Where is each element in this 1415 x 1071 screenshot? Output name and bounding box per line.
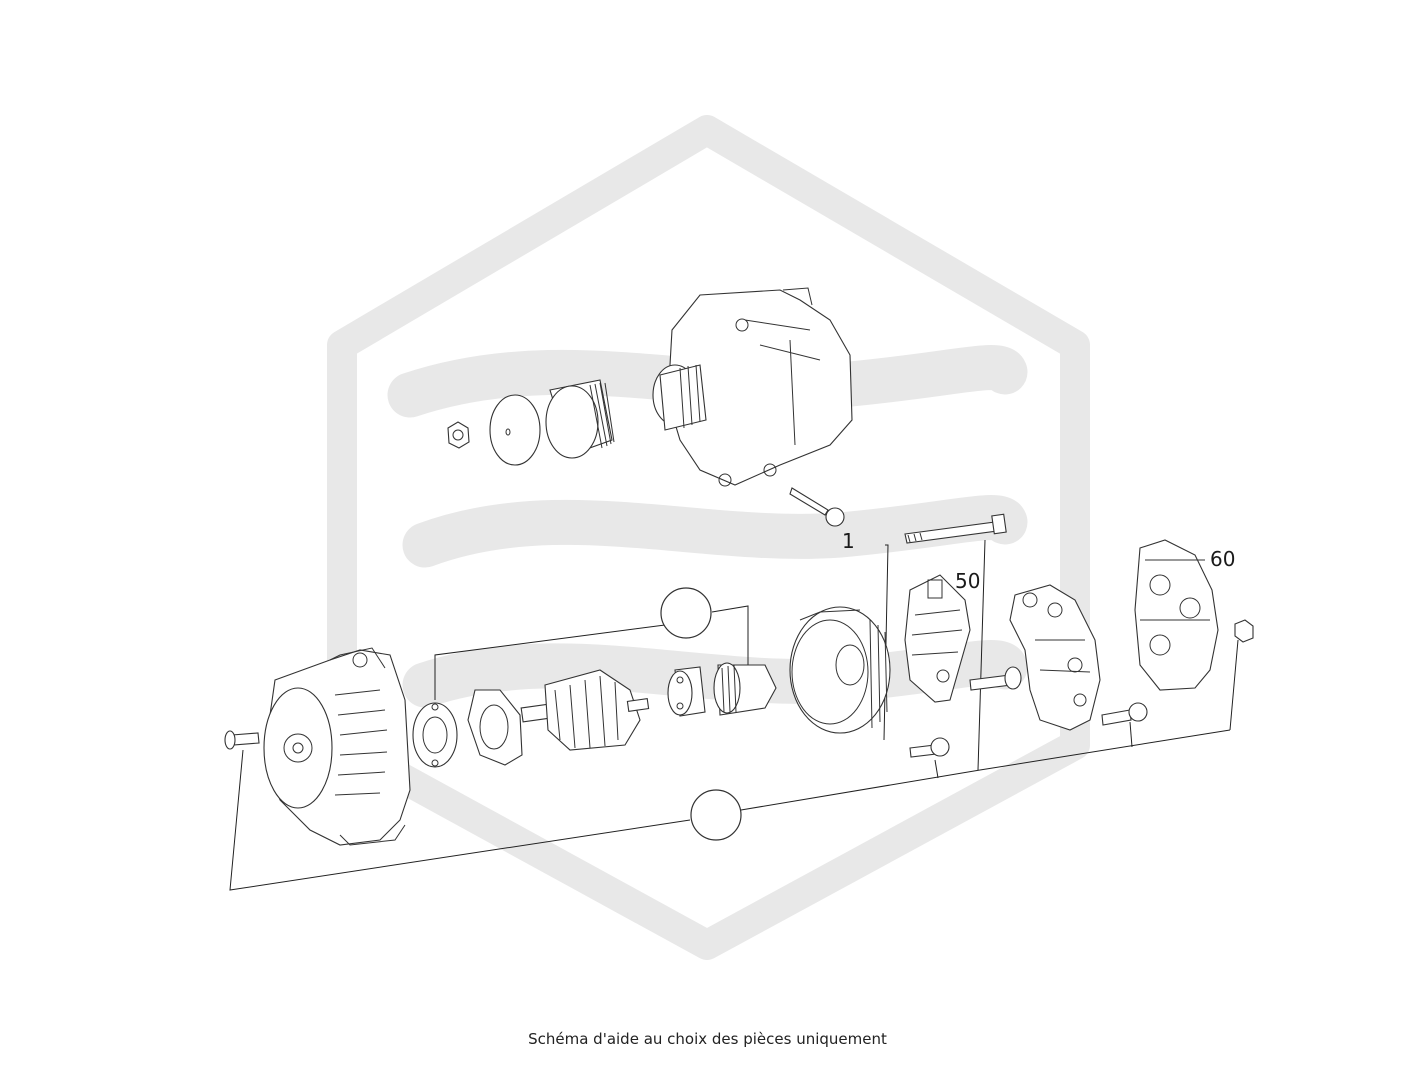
rotor[interactable] bbox=[520, 669, 650, 751]
callout-rear-cover: 60 bbox=[1210, 547, 1235, 571]
rear-cover[interactable] bbox=[1134, 539, 1219, 691]
small-callout: 1 bbox=[842, 529, 855, 553]
pulley-nut[interactable] bbox=[447, 421, 470, 449]
rear-bearing[interactable] bbox=[412, 702, 458, 768]
rear-cover-nut[interactable] bbox=[1234, 619, 1254, 643]
through-bolt[interactable] bbox=[904, 513, 1007, 544]
front-bearing[interactable] bbox=[667, 666, 706, 717]
freewheel-pulley[interactable] bbox=[545, 379, 615, 459]
slip-ring-spacer[interactable] bbox=[713, 662, 777, 716]
voltage-regulator[interactable] bbox=[904, 574, 971, 703]
top-pulley-assembly: 1 bbox=[447, 287, 855, 553]
drive-end-housing[interactable] bbox=[652, 287, 853, 487]
watermark-logo bbox=[327, 115, 1090, 960]
hotspot-marker[interactable] bbox=[660, 587, 712, 639]
housing-bolt[interactable] bbox=[789, 487, 845, 527]
pulley-cap[interactable] bbox=[489, 394, 541, 466]
rear-housing-screw[interactable] bbox=[224, 730, 260, 750]
regulator-screw-bottom[interactable] bbox=[909, 737, 950, 758]
regulator-screw-top[interactable] bbox=[969, 666, 1022, 691]
diagram-caption: Schéma d'aide au choix des pièces unique… bbox=[528, 1030, 887, 1048]
callout-regulator: 50 bbox=[955, 569, 980, 593]
rectifier-screw[interactable] bbox=[1101, 702, 1148, 726]
rear-housing[interactable] bbox=[263, 647, 411, 846]
stator[interactable] bbox=[789, 606, 891, 734]
rectifier[interactable] bbox=[1009, 584, 1101, 731]
leader-lines bbox=[229, 539, 1239, 891]
bearing-retainer[interactable] bbox=[467, 689, 523, 766]
hotspot-marker[interactable] bbox=[690, 789, 742, 841]
